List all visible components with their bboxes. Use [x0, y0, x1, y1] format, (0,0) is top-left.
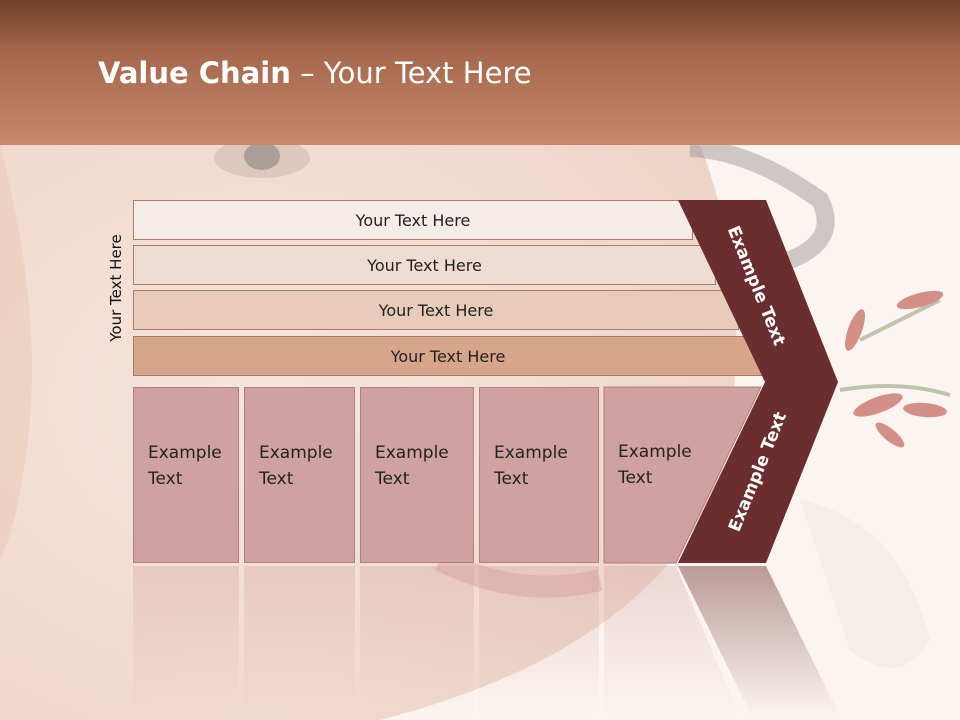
column-4-line2: Text	[494, 469, 529, 489]
title-bold: Value Chain	[98, 56, 291, 90]
title-rest: – Your Text Here	[290, 56, 532, 90]
reflection-chevron	[678, 566, 840, 716]
column-3-line2: Text	[375, 469, 410, 489]
column-4-line1: Example	[494, 443, 568, 463]
row-3-label: Your Text Here	[378, 300, 494, 320]
row-1-label: Your Text Here	[355, 210, 471, 230]
row-4: Your Text Here	[133, 336, 763, 376]
reflection-5	[604, 566, 740, 716]
column-1-line1: Example	[148, 443, 222, 463]
column-2-line1: Example	[259, 443, 333, 463]
slide-title: Value Chain – Your Text Here	[98, 56, 532, 90]
title-bar	[0, 0, 960, 145]
reflection-1	[133, 566, 239, 716]
chevron-arrow	[678, 200, 838, 563]
column-1-line2: Text	[148, 469, 183, 489]
column-2-line2: Text	[259, 469, 294, 489]
row-2-label: Your Text Here	[367, 255, 482, 275]
reflection-4	[479, 566, 599, 716]
row-3: Your Text Here	[133, 290, 739, 330]
column-3-line1: Example	[375, 443, 449, 463]
row-1: Your Text Here	[133, 200, 693, 240]
column-5-line1: Example	[618, 442, 692, 462]
column-5-shape	[603, 386, 762, 564]
reflection-3	[360, 566, 474, 716]
row-2: Your Text Here	[133, 245, 716, 285]
column-5: Example Text	[618, 439, 692, 491]
column-5-line2: Text	[618, 468, 653, 488]
row-4-label: Your Text Here	[390, 346, 506, 366]
reflection-2	[244, 566, 355, 716]
